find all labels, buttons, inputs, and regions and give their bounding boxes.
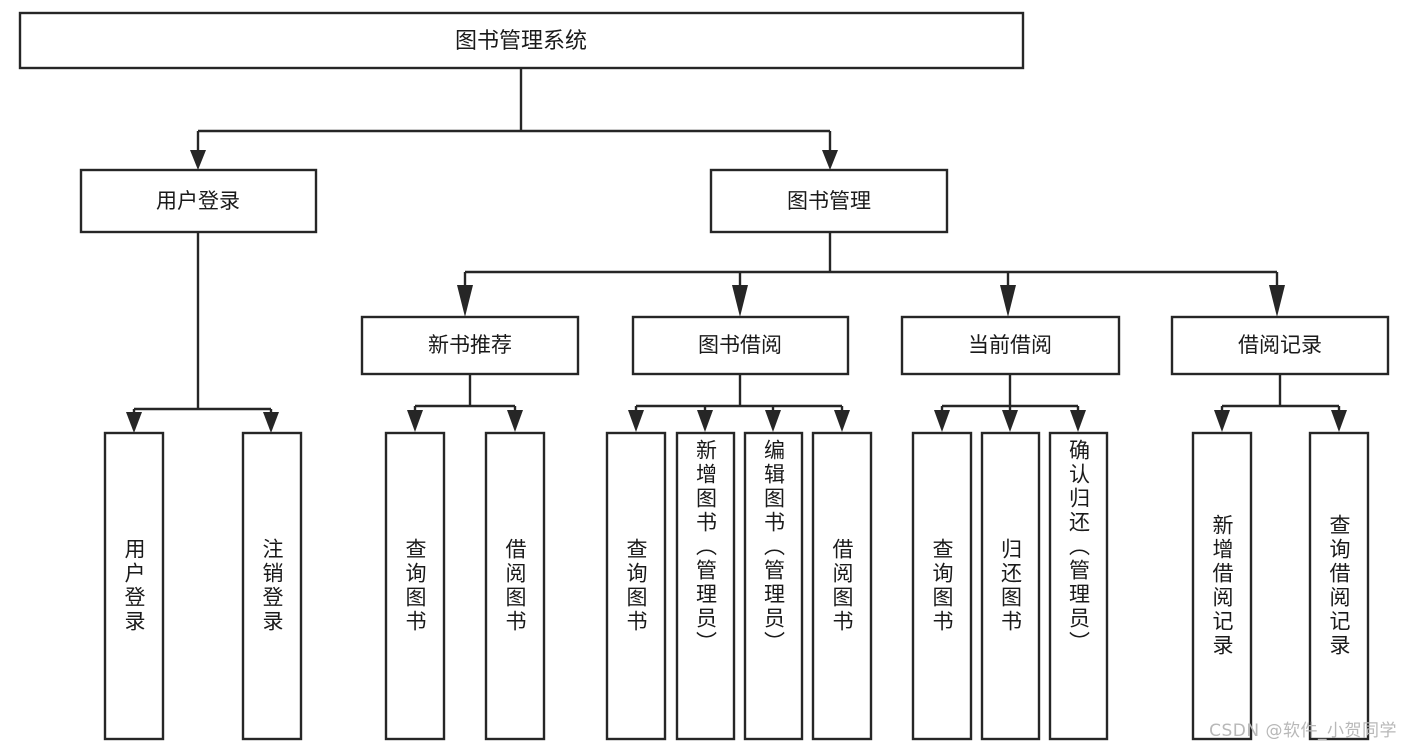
node-leaf-confirm-return-box[interactable] [1048, 431, 1109, 741]
node-borrow-record[interactable]: 借阅记录 [1170, 315, 1390, 376]
node-borrow-record-label: 借阅记录 [1238, 333, 1322, 357]
node-book-management[interactable]: 图书管理 [709, 168, 949, 234]
node-leaf-query-book-2-box[interactable] [605, 431, 667, 741]
node-current-borrow[interactable]: 当前借阅 [900, 315, 1121, 376]
arrow-head-icon [1331, 410, 1347, 432]
arrow-head-icon [1269, 285, 1285, 317]
arrow-head-icon [457, 285, 473, 317]
arrow-head-icon [1070, 410, 1086, 432]
node-book-borrow-label: 图书借阅 [698, 333, 782, 357]
arrow-head-icon [507, 410, 523, 432]
node-borrow-record-box[interactable] [1170, 315, 1390, 376]
node-current-borrow-label: 当前借阅 [968, 333, 1052, 357]
node-user-login-box[interactable] [79, 168, 318, 234]
node-leaf-query-book-3-box[interactable] [911, 431, 973, 741]
arrow-head-icon [1000, 285, 1016, 317]
node-leaf-user-login-box[interactable] [103, 431, 165, 741]
watermark-text: CSDN @软件_小贺同学 [1209, 721, 1397, 741]
arrow-head-icon [934, 410, 950, 432]
arrow-head-icon [765, 410, 781, 432]
node-leaf-add-book-box[interactable] [675, 431, 736, 741]
node-root-label: 图书管理系统 [455, 29, 587, 54]
arrow-head-icon [1214, 410, 1230, 432]
node-book-management-label: 图书管理 [787, 189, 871, 213]
arrow-head-icon [126, 412, 142, 433]
node-leaf-logout-box[interactable] [241, 431, 303, 741]
arrow-head-icon [697, 410, 713, 432]
arrow-head-icon [407, 410, 423, 432]
node-book-borrow[interactable]: 图书借阅 [631, 315, 850, 376]
node-leaf-return-book-box[interactable] [980, 431, 1041, 741]
node-leaf-add-record-box[interactable] [1191, 431, 1253, 741]
node-leaf-borrow-book-2-box[interactable] [811, 431, 873, 741]
arrow-head-icon [834, 410, 850, 432]
arrow-head-icon [263, 412, 279, 433]
node-leaf-borrow-book-1-box[interactable] [484, 431, 546, 741]
node-leaf-query-record-box[interactable] [1308, 431, 1370, 741]
node-book-management-box[interactable] [709, 168, 949, 234]
node-new-book-recommend-label: 新书推荐 [428, 333, 512, 357]
node-root-box[interactable] [18, 11, 1025, 70]
node-leaf-edit-book-box[interactable] [743, 431, 804, 741]
node-user-login-label: 用户登录 [156, 189, 240, 213]
node-book-borrow-box[interactable] [631, 315, 850, 376]
node-current-borrow-box[interactable] [900, 315, 1121, 376]
node-leaf-query-book-1-box[interactable] [384, 431, 446, 741]
node-new-book-recommend[interactable]: 新书推荐 [360, 315, 580, 376]
arrow-head-icon [628, 410, 644, 432]
node-user-login[interactable]: 用户登录 [79, 168, 318, 234]
arrow-head-icon [732, 285, 748, 317]
node-new-book-recommend-box[interactable] [360, 315, 580, 376]
arrow-head-icon [190, 150, 206, 170]
edge-group [126, 68, 1347, 433]
node-root[interactable]: 图书管理系统 [18, 11, 1025, 70]
arrow-head-icon [822, 150, 838, 170]
arrow-head-icon [1002, 410, 1018, 432]
